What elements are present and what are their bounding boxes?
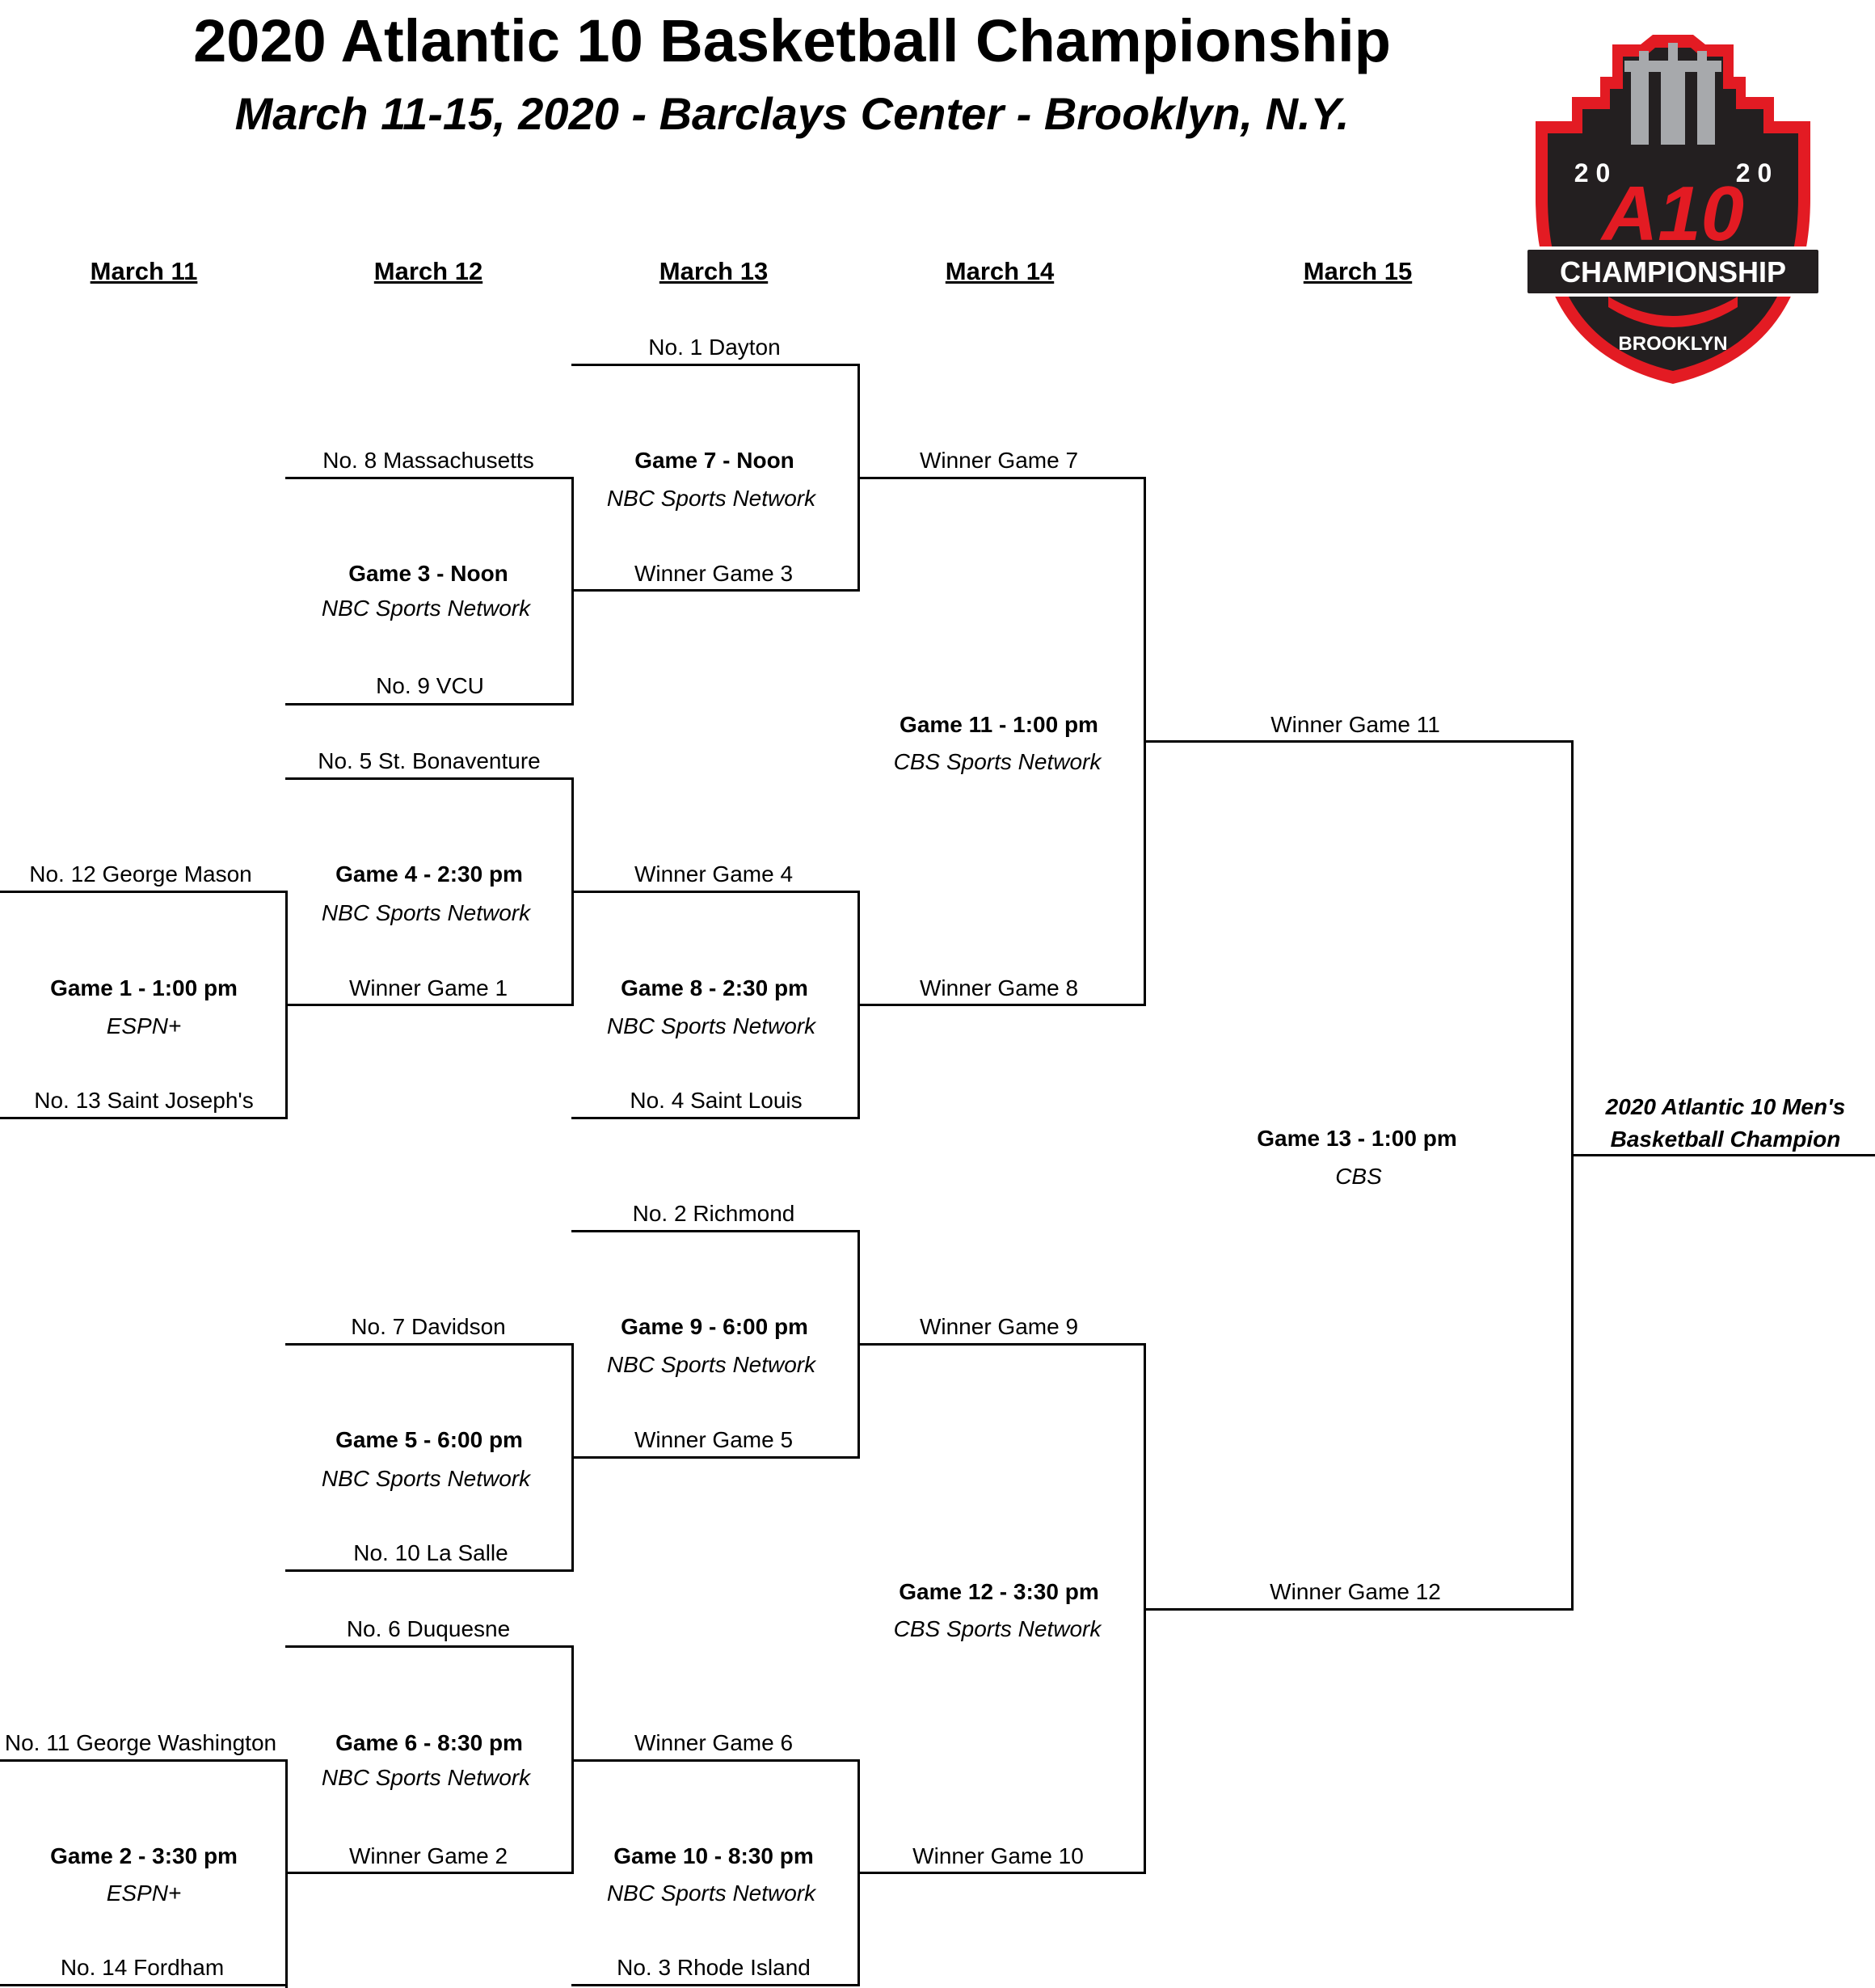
game-11-label: Game 11 - 1:00 pm [900,712,1098,737]
bracket-line [285,703,574,705]
winner-game-12: Winner Game 12 [1270,1579,1441,1604]
bracket-line [857,1872,1146,1874]
bracket-line [0,1759,288,1762]
winner-game-7: Winner Game 7 [919,448,1079,473]
bracket-line [0,1984,288,1986]
winner-game-5: Winner Game 5 [634,1427,794,1452]
bracket-line [1571,1154,1875,1156]
game-5-network: NBC Sports Network [321,1466,531,1491]
bracket-line [285,1645,574,1648]
bracket-line [571,1456,860,1459]
game-1-label: Game 1 - 1:00 pm [50,975,238,1000]
champion-line-2: Basketball Champion [1610,1127,1841,1152]
team-la-salle: No. 10 La Salle [353,1540,508,1565]
date-march-11: March 11 [90,257,198,285]
a10-championship-logo: 2 0 2 0 A10 CHAMPIONSHIP BROOKLYN [1524,35,1822,384]
game-6-network: NBC Sports Network [321,1765,531,1790]
game-9-label: Game 9 - 6:00 pm [621,1314,808,1339]
bracket-line [285,777,574,780]
logo-year-left: 2 0 [1574,158,1610,187]
game-11-network: CBS Sports Network [893,749,1102,774]
page-title: 2020 Atlantic 10 Basketball Championship [193,7,1391,74]
game-3-network: NBC Sports Network [321,596,531,621]
date-march-12: March 12 [373,257,483,285]
bracket-line [571,1759,860,1762]
game-4-network: NBC Sports Network [321,900,531,925]
bracket-line [571,1117,860,1119]
bracket-line [285,1343,574,1346]
game-2-network: ESPN+ [106,1881,182,1906]
game-8-label: Game 8 - 2:30 pm [621,975,808,1000]
winner-game-3: Winner Game 3 [634,561,794,586]
bracket-line [571,589,860,592]
game-1-network: ESPN+ [106,1013,182,1038]
team-st-bonaventure: No. 5 St. Bonaventure [318,748,541,773]
game-12-network: CBS Sports Network [893,1616,1102,1641]
bracket-line [285,1569,574,1572]
team-george-washington: No. 11 George Washington [4,1730,277,1755]
game-4-label: Game 4 - 2:30 pm [335,861,523,887]
logo-brand: A10 [1600,171,1744,257]
winner-game-2: Winner Game 2 [348,1843,508,1868]
bracket-line [1144,740,1574,743]
winner-game-9: Winner Game 9 [919,1314,1079,1339]
logo-city: BROOKLYN [1618,333,1727,355]
team-vcu: No. 9 VCU [376,673,484,698]
game-5-label: Game 5 - 6:00 pm [335,1427,523,1452]
team-rhode-island: No. 3 Rhode Island [617,1955,811,1980]
bracket-line [571,1984,860,1986]
logo-year-right: 2 0 [1736,158,1772,187]
game-6-label: Game 6 - 8:30 pm [335,1730,523,1755]
page-subtitle: March 11-15, 2020 - Barclays Center - Br… [234,88,1350,139]
bracket-line [571,364,860,366]
bracket-line [0,1117,288,1119]
logo-banner: CHAMPIONSHIP [1560,255,1786,289]
bracket-line [285,1004,574,1006]
champion-line-1: 2020 Atlantic 10 Men's [1605,1094,1846,1119]
game-2-label: Game 2 - 3:30 pm [50,1843,238,1868]
game-10-network: NBC Sports Network [606,1881,816,1906]
game-7-label: Game 7 - Noon [634,448,794,473]
game-13-network: CBS [1335,1164,1382,1189]
game-3-label: Game 3 - Noon [348,561,508,586]
team-saint-louis: No. 4 Saint Louis [630,1088,803,1113]
team-richmond: No. 2 Richmond [632,1201,795,1226]
game-12-label: Game 12 - 3:30 pm [899,1579,1099,1604]
team-massachusetts: No. 8 Massachusetts [322,448,534,473]
date-march-15: March 15 [1303,257,1413,285]
bracket-line [571,1230,860,1232]
bracket-line [857,1004,1146,1006]
date-march-14: March 14 [945,257,1055,285]
bracket-line [285,1872,574,1874]
game-10-label: Game 10 - 8:30 pm [613,1843,814,1868]
team-george-mason: No. 12 George Mason [29,861,252,887]
winner-game-11: Winner Game 11 [1270,712,1440,737]
team-fordham: No. 14 Fordham [60,1955,225,1980]
bracket-line [571,891,860,893]
team-duquesne: No. 6 Duquesne [346,1616,511,1641]
winner-game-10: Winner Game 10 [912,1843,1084,1868]
bracket-line [1571,740,1574,1611]
team-saint-josephs: No. 13 Saint Joseph's [34,1088,254,1113]
champion-label: 2020 Atlantic 10 Men's Basketball Champi… [1580,1091,1871,1156]
bracket-line [857,477,1146,479]
date-march-13: March 13 [659,257,769,285]
winner-game-1: Winner Game 1 [348,975,508,1000]
bracket-line [285,477,574,479]
team-dayton: No. 1 Dayton [648,335,781,360]
bracket-line [857,1343,1146,1346]
bracket-line [1144,1608,1574,1611]
team-davidson: No. 7 Davidson [351,1314,506,1339]
winner-game-6: Winner Game 6 [634,1730,794,1755]
winner-game-4: Winner Game 4 [634,861,794,887]
game-9-network: NBC Sports Network [606,1352,816,1377]
bracket-line [0,891,288,893]
game-8-network: NBC Sports Network [606,1013,816,1038]
winner-game-8: Winner Game 8 [919,975,1079,1000]
game-13-label: Game 13 - 1:00 pm [1257,1126,1457,1151]
game-7-network: NBC Sports Network [606,486,816,511]
